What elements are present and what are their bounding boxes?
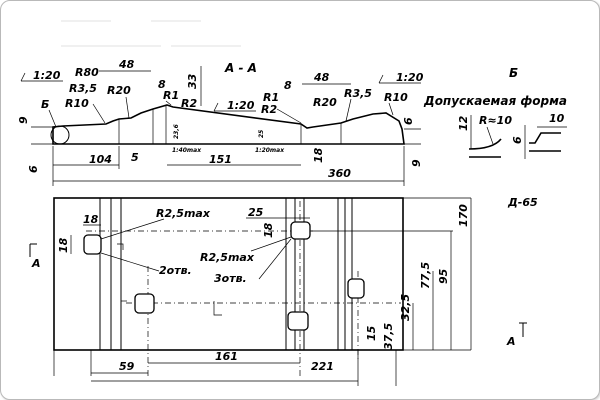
dim-48-right: 48 <box>313 71 330 84</box>
plan-view: 18 18 R2,5max 25 18 R2,5max 2отв. 3отв. … <box>29 197 527 386</box>
slope-tiny-left: 1:40max <box>172 147 202 154</box>
dim-151: 151 <box>209 153 232 166</box>
spike-hole-4 <box>287 311 309 331</box>
dim-221: 221 <box>311 360 334 373</box>
spike-hole-3 <box>290 221 311 240</box>
dim-9-right: 9 <box>410 159 423 167</box>
dim-9-left: 9 <box>17 116 30 124</box>
slope-tiny-right: 1:20max <box>255 147 285 154</box>
section-title: А - А <box>224 61 257 75</box>
dim-18-section: 18 <box>312 147 325 163</box>
spike-hole-5 <box>347 278 365 299</box>
detail-b-circle <box>50 125 70 145</box>
radius-r2-left: R2 <box>181 97 197 110</box>
dim-32-5: 32,5 <box>399 294 412 321</box>
detail-b-label: Б <box>509 66 518 80</box>
radius-r10-left: R10 <box>65 97 89 110</box>
detail-dim-10: 10 <box>549 112 565 125</box>
radius-r1-right: R1 <box>263 91 279 104</box>
radius-r20-right: R20 <box>313 96 337 109</box>
dim-8-right: 8 <box>284 79 292 92</box>
slope-left: 1:20 <box>33 69 61 82</box>
section-view: Б 48 48 8 8 33 А - А 1:20 R80 R3,5 R10 R… <box>17 58 424 186</box>
dim-360: 360 <box>328 167 351 180</box>
dim-77-5: 77,5 <box>419 262 432 289</box>
dim-104: 104 <box>89 153 112 166</box>
detail-b-marker: Б <box>41 98 49 111</box>
spike-hole-2 <box>134 293 155 314</box>
radius-r3-5-left: R3,5 <box>69 82 97 95</box>
inner-dim-23-6: 23,6 <box>173 124 180 139</box>
radius-r80: R80 <box>75 66 99 79</box>
dim-18-hole-right: 18 <box>262 222 275 238</box>
dim-37-5: 37,5 <box>382 323 395 350</box>
detail-dim-6: 6 <box>511 136 524 144</box>
dim-25: 25 <box>248 206 264 219</box>
radius-r2-5-top: R2,5max <box>156 207 211 220</box>
slope-middle: 1:20 <box>227 99 255 112</box>
dim-48-left: 48 <box>118 58 135 71</box>
slope-right: 1:20 <box>396 71 424 84</box>
dim-15: 15 <box>365 325 378 341</box>
faded-header-text <box>61 20 241 47</box>
designation-label: Д-65 <box>507 196 538 209</box>
dim-6-left: 6 <box>27 165 40 173</box>
radius-r2-right: R2 <box>261 103 277 116</box>
radius-r1-left: R1 <box>163 89 179 102</box>
radius-r3-5-right: R3,5 <box>344 87 372 100</box>
dim-18-hole-side: 18 <box>57 237 70 253</box>
dim-59: 59 <box>119 360 135 373</box>
radius-r2-5-mid: R2,5max <box>200 251 255 264</box>
detail-radius-r10: R≈10 <box>479 114 512 127</box>
dim-5: 5 <box>131 151 139 164</box>
dim-18-hole-top: 18 <box>83 213 99 226</box>
section-profile <box>52 104 405 145</box>
dim-8-left: 8 <box>158 78 166 91</box>
holes-3-label: 3отв. <box>214 272 247 285</box>
dim-161: 161 <box>215 350 238 363</box>
radius-r20-left: R20 <box>107 84 131 97</box>
dim-95: 95 <box>437 268 450 284</box>
detail-b-view: Б Допускаемая форма 12 R≈10 6 10 <box>423 66 567 159</box>
dim-33: 33 <box>186 73 199 89</box>
holes-2-label: 2отв. <box>159 264 192 277</box>
radius-r10-right: R10 <box>384 91 408 104</box>
plate-outline <box>53 197 404 351</box>
detail-b-caption: Допускаемая форма <box>423 94 567 108</box>
inner-dim-25: 25 <box>258 130 265 138</box>
section-marker-right: А <box>506 335 516 348</box>
section-marker-left: А <box>31 257 41 270</box>
detail-dim-12: 12 <box>457 115 470 131</box>
spike-hole-1 <box>83 234 102 255</box>
dim-6-right: 6 <box>402 117 415 125</box>
dim-170: 170 <box>457 204 470 227</box>
